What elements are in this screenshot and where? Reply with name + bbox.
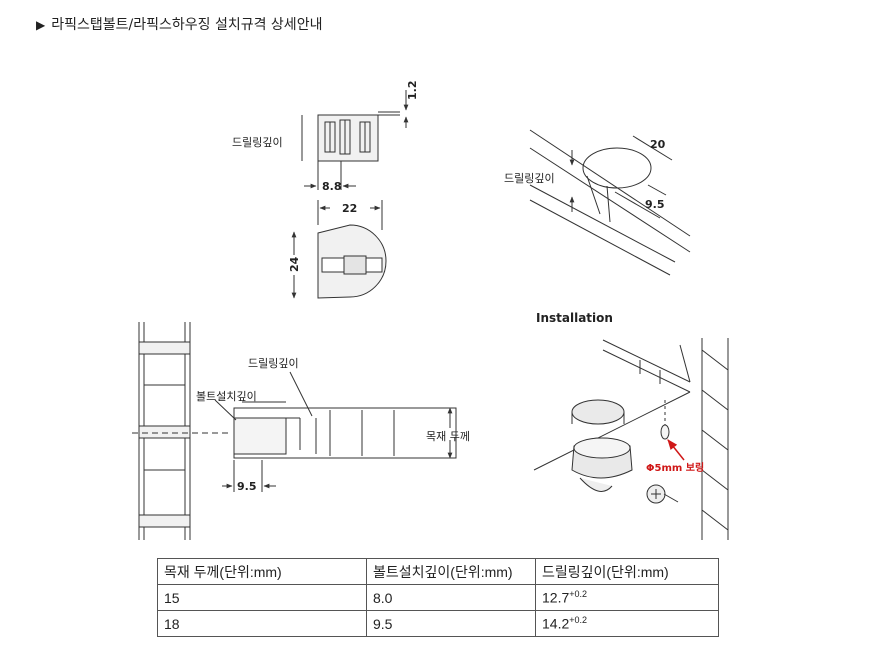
cell-thickness: 15 [157, 584, 367, 611]
drill-hole-perspective [529, 129, 691, 276]
header-thickness: 목재 두께(단위:mm) [157, 558, 367, 585]
cell-bolt-depth: 9.5 [366, 610, 536, 637]
housing-front-view [291, 200, 387, 299]
drill-note: Φ5mm 보링 [646, 462, 704, 474]
header-drill-depth: 드릴링깊이(단위:mm) [535, 558, 719, 585]
cell-drill-depth: 12.7+0.2 [535, 584, 719, 611]
title-text: 라픽스탭볼트/라픽스하우징 설치규격 상세안내 [51, 17, 323, 33]
housing-side-view [301, 90, 409, 190]
dim-9-5-right: 9.5 [645, 198, 665, 211]
cell-bolt-depth: 8.0 [366, 584, 536, 611]
spec-table: 목재 두께(단위:mm) 볼트설치깊이(단위:mm) 드릴링깊이(단위:mm) … [157, 558, 719, 637]
dim-height: 24 [288, 256, 301, 272]
title-marker-icon: ▶ [36, 18, 46, 32]
table-row: 15 8.0 12.7+0.2 [157, 584, 719, 611]
cell-drill-depth: 14.2+0.2 [535, 610, 719, 637]
bolt-depth-label: 볼트설치깊이 [196, 390, 257, 403]
page-title: ▶ 라픽스탭볼트/라픽스하우징 설치규격 상세안내 [36, 14, 322, 34]
panel-section [132, 322, 457, 540]
dim-9-5-bottom: 9.5 [237, 480, 257, 493]
depth-label-bottomleft: 드릴링깊이 [248, 357, 299, 370]
header-bolt-depth: 볼트설치깊이(단위:mm) [366, 558, 536, 585]
installation-heading: Installation [536, 311, 613, 325]
drill-tolerance: +0.2 [569, 615, 588, 626]
drill-value: 14.2 [542, 615, 570, 632]
installation-illustration [533, 338, 729, 540]
table-row: 18 9.5 14.2+0.2 [157, 610, 719, 637]
dim-width: 8.8 [322, 180, 342, 193]
cell-thickness: 18 [157, 610, 367, 637]
depth-label-topleft: 드릴링깊이 [232, 136, 283, 149]
dim-diameter: 22 [342, 202, 357, 215]
thickness-label: 목재 두께 [426, 430, 470, 443]
dim-20: 20 [650, 138, 666, 151]
table-header-row: 목재 두께(단위:mm) 볼트설치깊이(단위:mm) 드릴링깊이(단위:mm) [157, 558, 719, 585]
depth-label-topright: 드릴링깊이 [504, 172, 555, 185]
drill-tolerance: +0.2 [569, 589, 588, 600]
dim-top: 1.2 [406, 81, 419, 101]
drill-value: 12.7 [542, 589, 570, 606]
